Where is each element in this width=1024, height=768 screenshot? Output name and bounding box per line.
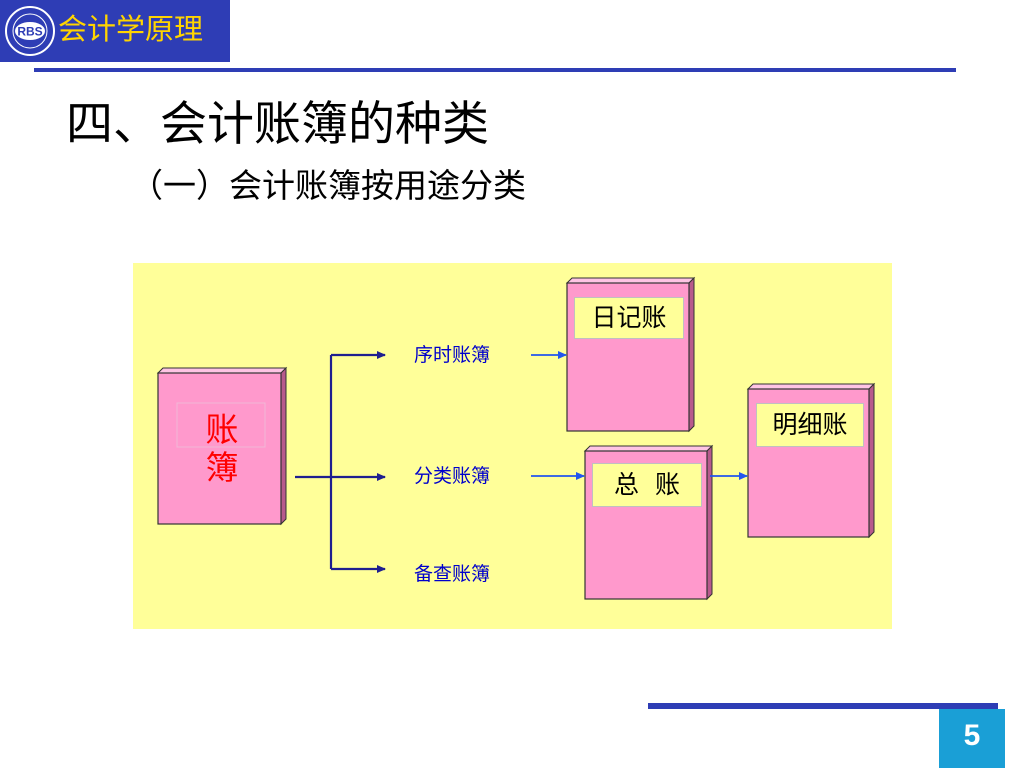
slide-title: 四、会计账簿的种类 (66, 97, 489, 152)
logo-text: RBS (17, 25, 42, 39)
general-ledger-label: 总 账 (592, 463, 702, 507)
slide-subtitle: （一）会计账簿按用途分类 (130, 166, 526, 205)
bracket-connector (295, 351, 386, 573)
ledger-classification-diagram: 账 簿 序时账簿 分类账簿 备查账簿 日记账 总 账 明细账 (133, 263, 892, 629)
page-number-box: 5 (939, 709, 1005, 768)
bottom-divider (648, 703, 998, 709)
course-title: 会计学原理 (58, 12, 204, 46)
branch-memo: 备查账簿 (414, 563, 491, 585)
header-badge: RBS 会计学原理 (0, 0, 230, 62)
root-label-line-1: 账 (205, 410, 239, 449)
root-label-line-2: 簿 (205, 448, 239, 487)
root-book-shape (156, 366, 288, 526)
branch-classified: 分类账簿 (414, 465, 491, 487)
page-number: 5 (963, 719, 981, 752)
journal-label: 日记账 (574, 297, 684, 339)
branch-chronological: 序时账簿 (414, 344, 491, 366)
rbs-logo: RBS (5, 6, 55, 56)
detail-ledger-label: 明细账 (756, 403, 864, 447)
top-divider (34, 68, 956, 72)
